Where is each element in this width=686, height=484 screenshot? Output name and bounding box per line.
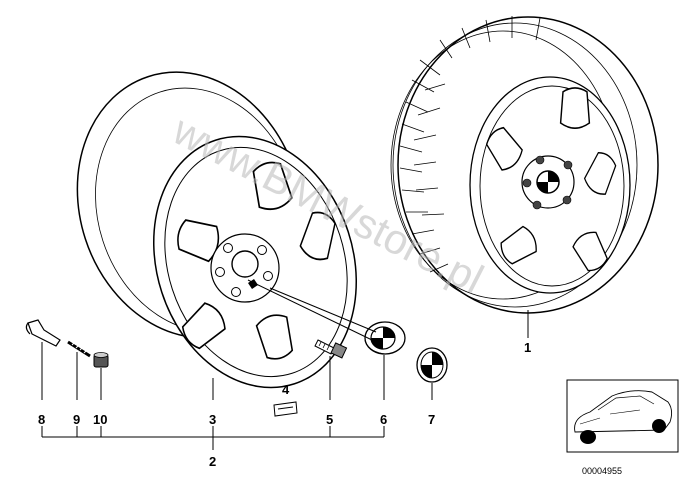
emblem-badge	[273, 401, 298, 417]
light-alloy-rim	[76, 71, 357, 389]
callout-3: 3	[209, 412, 216, 427]
leader-lines	[41, 279, 529, 450]
reference-number: 00004955	[582, 466, 622, 476]
callout-7: 7	[428, 412, 435, 427]
emblem	[416, 347, 448, 383]
callout-9: 9	[73, 412, 80, 427]
valve-insert	[67, 340, 91, 358]
callout-6: 6	[380, 412, 387, 427]
hub-cap	[364, 321, 406, 355]
callout-1: 1	[524, 340, 531, 355]
tire-valve	[25, 319, 61, 347]
complete-wheel-with-tire	[390, 16, 659, 314]
callout-8: 8	[38, 412, 45, 427]
valve-cap	[93, 352, 109, 368]
callout-2: 2	[209, 454, 216, 469]
callout-5: 5	[326, 412, 333, 427]
vehicle-location-thumbnail	[566, 379, 679, 453]
wheel-bolt	[314, 339, 348, 359]
callout-4: 4	[282, 382, 290, 397]
callout-10: 10	[93, 412, 107, 427]
